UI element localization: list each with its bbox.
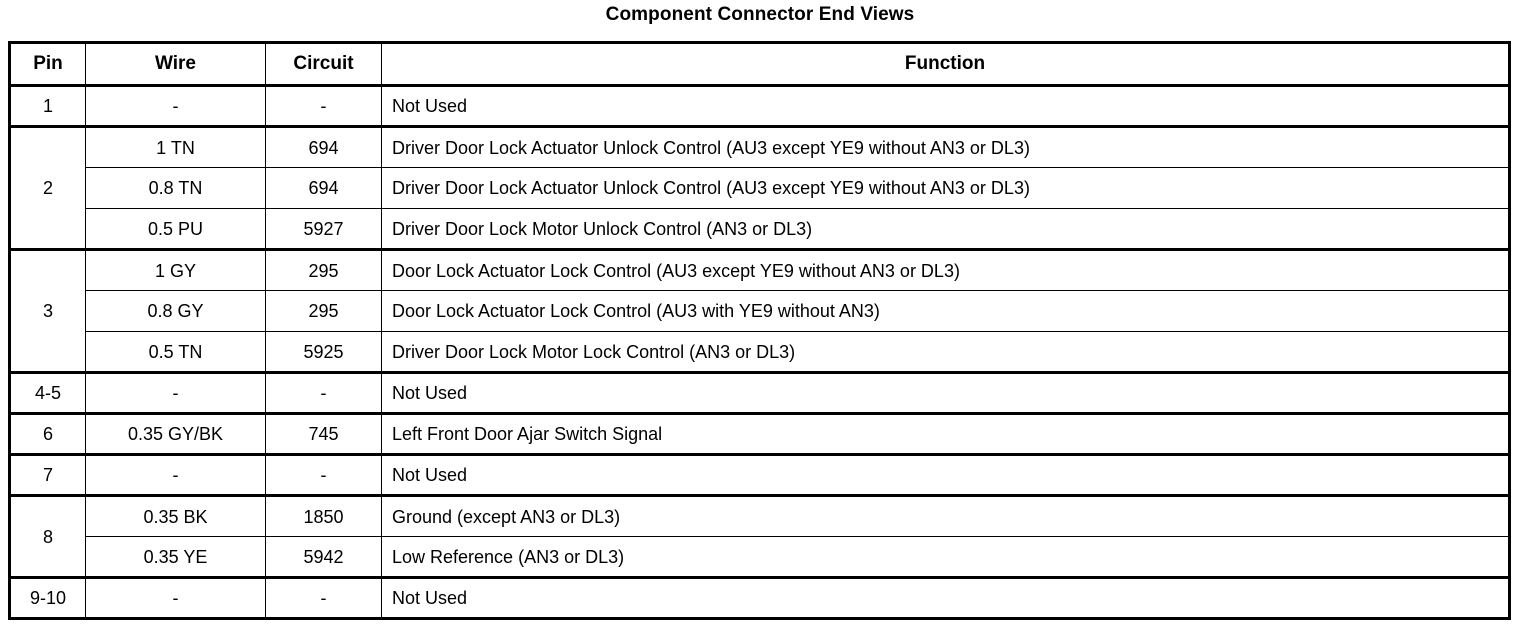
- cell-wire: 0.8 GY: [85, 290, 266, 332]
- cell-wire: -: [85, 85, 266, 128]
- cell-circuit: 295: [265, 249, 382, 291]
- cell-pin: 1: [9, 84, 86, 128]
- cell-pin: 8: [9, 494, 86, 579]
- cell-circuit: 694: [265, 126, 382, 168]
- cell-function: Not Used: [381, 454, 1510, 497]
- column-header-circuit: Circuit: [265, 42, 382, 87]
- cell-wire: 1 GY: [85, 249, 266, 291]
- cell-circuit: 694: [265, 167, 382, 209]
- cell-pin: 7: [9, 453, 86, 497]
- cell-wire: 0.5 TN: [85, 331, 266, 374]
- cell-pin: 6: [9, 412, 86, 456]
- cell-circuit: 745: [265, 413, 382, 456]
- cell-function: Not Used: [381, 372, 1510, 415]
- cell-wire: -: [85, 454, 266, 497]
- cell-function: Door Lock Actuator Lock Control (AU3 wit…: [381, 290, 1510, 332]
- cell-wire: 0.5 PU: [85, 208, 266, 251]
- table-header: Pin Wire Circuit Function: [9, 42, 1510, 87]
- cell-function: Left Front Door Ajar Switch Signal: [381, 413, 1510, 456]
- cell-circuit: 5942: [265, 536, 382, 579]
- cell-wire: 0.8 TN: [85, 167, 266, 209]
- cell-wire: -: [85, 372, 266, 415]
- cell-circuit: -: [265, 372, 382, 415]
- column-header-function: Function: [381, 42, 1510, 87]
- cell-pin: 4-5: [9, 371, 86, 415]
- cell-wire: -: [85, 577, 266, 620]
- cell-wire: 0.35 YE: [85, 536, 266, 579]
- table-header-row: Pin Wire Circuit Function: [9, 42, 1510, 87]
- cell-function: Not Used: [381, 577, 1510, 620]
- cell-function: Driver Door Lock Motor Lock Control (AN3…: [381, 331, 1510, 374]
- table-row: 4-5--Not Used: [9, 371, 1510, 415]
- cell-function: Not Used: [381, 85, 1510, 128]
- cell-circuit: 1850: [265, 495, 382, 537]
- cell-wire: 0.35 BK: [85, 495, 266, 537]
- cell-wire: 1 TN: [85, 126, 266, 168]
- cell-function: Driver Door Lock Motor Unlock Control (A…: [381, 208, 1510, 251]
- cell-pin: 9-10: [9, 576, 86, 620]
- cell-circuit: 295: [265, 290, 382, 332]
- cell-wire: 0.35 GY/BK: [85, 413, 266, 456]
- cell-function: Low Reference (AN3 or DL3): [381, 536, 1510, 579]
- cell-circuit: -: [265, 577, 382, 620]
- table-row: 1--Not Used: [9, 84, 1510, 128]
- cell-pin: 2: [9, 125, 86, 251]
- cell-circuit: -: [265, 454, 382, 497]
- cell-function: Ground (except AN3 or DL3): [381, 495, 1510, 537]
- cell-circuit: 5925: [265, 331, 382, 374]
- cell-pin: 3: [9, 248, 86, 374]
- column-header-pin: Pin: [9, 42, 86, 87]
- cell-function: Driver Door Lock Actuator Unlock Control…: [381, 167, 1510, 209]
- cell-function: Door Lock Actuator Lock Control (AU3 exc…: [381, 249, 1510, 291]
- table-row: 7--Not Used: [9, 453, 1510, 497]
- cell-function: Driver Door Lock Actuator Unlock Control…: [381, 126, 1510, 168]
- column-header-wire: Wire: [85, 42, 266, 87]
- cell-circuit: -: [265, 85, 382, 128]
- table-row: 9-10--Not Used: [9, 576, 1510, 620]
- cell-circuit: 5927: [265, 208, 382, 251]
- page-title: Component Connector End Views: [605, 4, 915, 25]
